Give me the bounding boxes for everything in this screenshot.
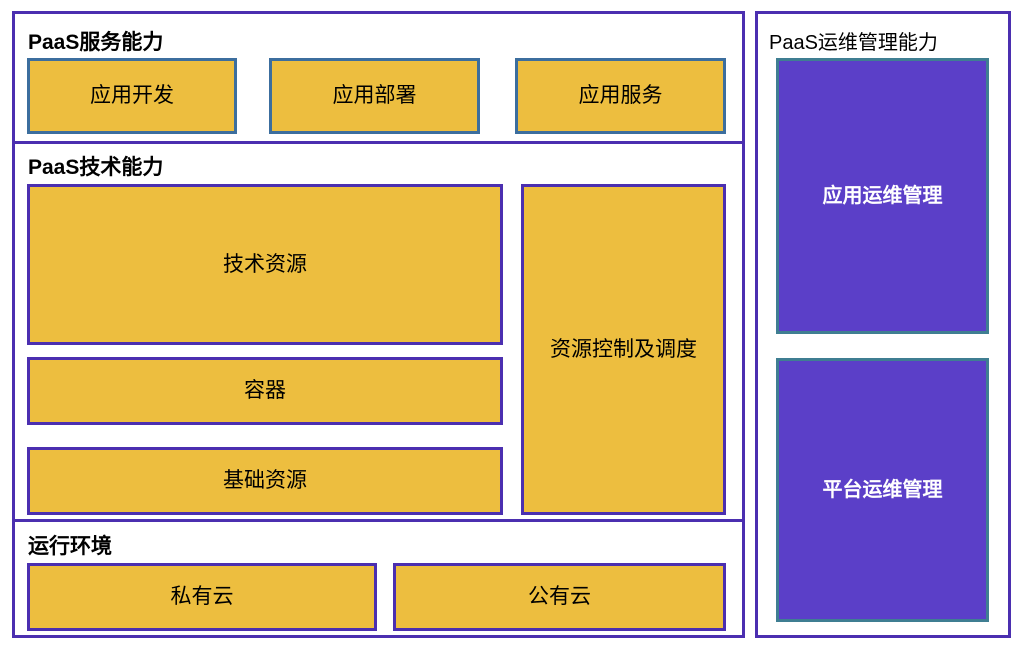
box-resource-control-scheduling[interactable]: 资源控制及调度 — [521, 184, 726, 515]
paas-operations-panel: PaaS运维管理能力 应用运维管理 平台运维管理 — [755, 11, 1011, 638]
box-private-cloud[interactable]: 私有云 — [27, 563, 377, 631]
box-label-application-operations-management: 应用运维管理 — [822, 184, 943, 207]
section-divider-tech-runtime — [15, 519, 742, 522]
box-label-application-deployment: 应用部署 — [332, 84, 417, 108]
paas-capability-panel: PaaS服务能力 应用开发 应用部署 应用服务 PaaS技术能力 技术资源 容器… — [12, 11, 745, 638]
box-label-resource-control-scheduling: 资源控制及调度 — [550, 337, 697, 361]
section-heading-paas-operations: PaaS运维管理能力 — [769, 32, 938, 54]
box-application-deployment[interactable]: 应用部署 — [269, 58, 480, 134]
box-label-application-service: 应用服务 — [578, 84, 663, 108]
box-application-operations-management[interactable]: 应用运维管理 — [776, 58, 989, 334]
section-heading-runtime-environment: 运行环境 — [28, 535, 112, 558]
box-infrastructure-resource[interactable]: 基础资源 — [27, 447, 503, 515]
box-technical-resource[interactable]: 技术资源 — [27, 184, 503, 345]
box-label-container: 容器 — [244, 379, 286, 403]
box-label-platform-operations-management: 平台运维管理 — [822, 478, 943, 501]
section-heading-paas-technology: PaaS技术能力 — [28, 156, 164, 179]
box-platform-operations-management[interactable]: 平台运维管理 — [776, 358, 989, 622]
box-application-service[interactable]: 应用服务 — [515, 58, 726, 134]
box-label-infrastructure-resource: 基础资源 — [223, 469, 307, 493]
box-label-public-cloud: 公有云 — [528, 585, 591, 609]
section-heading-paas-service: PaaS服务能力 — [28, 31, 164, 54]
box-application-development[interactable]: 应用开发 — [27, 58, 237, 134]
box-label-application-development: 应用开发 — [90, 84, 174, 108]
box-label-technical-resource: 技术资源 — [223, 252, 307, 276]
section-divider-service-tech — [15, 141, 742, 144]
box-container[interactable]: 容器 — [27, 357, 503, 425]
box-public-cloud[interactable]: 公有云 — [393, 563, 726, 631]
box-label-private-cloud: 私有云 — [170, 585, 234, 609]
